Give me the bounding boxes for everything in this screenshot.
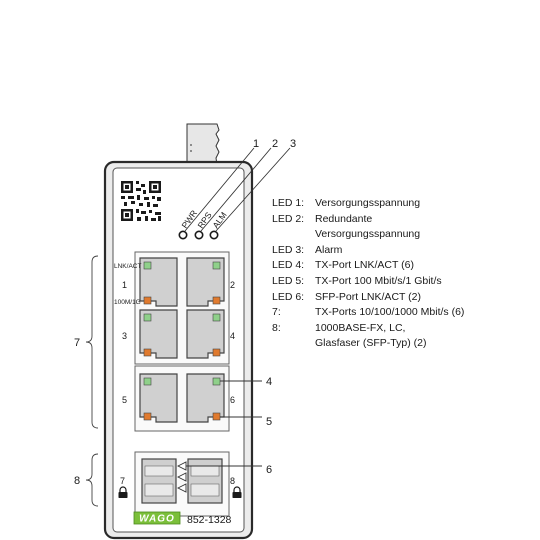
legend-key: LED 2:	[272, 212, 305, 225]
model-number: 852-1328	[187, 514, 232, 526]
rj45-port-1[interactable]	[139, 257, 178, 307]
callout-1: 1	[253, 138, 259, 150]
legend-text: Versorgungsspannung	[315, 197, 421, 209]
callout-6: 6	[266, 464, 272, 476]
lock-icon	[232, 486, 242, 498]
legend-row: LED 6: SFP-Port LNK/ACT (2)	[272, 290, 534, 306]
port-led-label-lnk-act: LNK/ACT	[114, 263, 141, 270]
port-number-3: 3	[122, 331, 127, 341]
legend-key: 8:	[272, 321, 281, 334]
legend-key	[272, 336, 315, 352]
legend-text: Redundante	[315, 212, 373, 225]
legend-row: LED 2: Redundante	[272, 212, 534, 228]
rj45-ports	[139, 257, 225, 423]
legend-row: Glasfaser (SFP-Typ) (2)	[272, 336, 534, 352]
legend-row: LED 5: TX-Port 100 Mbit/s/1 Gbit/s	[272, 274, 534, 290]
sfp-port-7[interactable]	[141, 458, 177, 504]
callout-7: 7	[74, 337, 80, 349]
legend-row: Versorgungsspannung	[272, 227, 534, 243]
rj45-port-6[interactable]	[186, 373, 225, 423]
status-leds	[178, 230, 219, 240]
legend-key: LED 4:	[272, 259, 305, 272]
callout-lines-top	[184, 147, 291, 232]
legend-text: Alarm	[315, 243, 343, 256]
legend-row: 8: 1000BASE-FX, LC,	[272, 321, 534, 337]
legend-key: 7:	[272, 306, 281, 319]
rj45-port-2[interactable]	[186, 257, 225, 307]
port-number-2: 2	[230, 280, 235, 290]
port-led-label-speed: 100M/1G	[114, 299, 141, 306]
port-number-6: 6	[230, 395, 235, 405]
din-rail-clip	[186, 123, 220, 166]
led-legend: LED 1: Versorgungsspannung LED 2: Redundan…	[272, 196, 534, 352]
brand-text: WAGO	[139, 514, 175, 525]
rps-led	[194, 230, 204, 240]
port-number-7: 7	[120, 476, 125, 486]
callout-3: 3	[290, 138, 296, 150]
lock-icon	[118, 486, 128, 498]
sfp-led-triangles	[176, 461, 187, 493]
legend-key	[272, 227, 315, 243]
legend-text: TX-Port 100 Mbit/s/1 Gbit/s	[315, 274, 442, 287]
legend-text: Versorgungsspannung	[315, 228, 421, 241]
legend-text: TX-Port LNK/ACT (6)	[315, 259, 414, 272]
port-number-1: 1	[122, 280, 127, 290]
legend-row: LED 4: TX-Port LNK/ACT (6)	[272, 258, 534, 274]
port-number-8: 8	[230, 476, 235, 486]
left-braces	[85, 255, 99, 507]
port-number-4: 4	[230, 331, 235, 341]
alm-led	[209, 230, 219, 240]
legend-text: SFP-Port LNK/ACT (2)	[315, 290, 421, 303]
wago-logo: WAGO	[133, 511, 181, 525]
callout-8: 8	[74, 475, 80, 487]
legend-key: LED 1:	[272, 197, 305, 209]
legend-key: LED 5:	[272, 274, 305, 287]
rj45-port-4[interactable]	[186, 309, 225, 359]
pwr-led	[178, 230, 188, 240]
callout-5: 5	[266, 416, 272, 428]
qr-code-icon	[121, 181, 161, 221]
rj45-port-5[interactable]	[139, 373, 178, 423]
legend-text: Glasfaser (SFP-Typ) (2)	[315, 337, 427, 350]
callout-4: 4	[266, 376, 272, 388]
legend-key: LED 3:	[272, 243, 305, 256]
legend-row: 7: TX-Ports 10/100/1000 Mbit/s (6)	[272, 305, 534, 321]
port-number-5: 5	[122, 395, 127, 405]
callout-lines-right	[186, 380, 262, 467]
callout-2: 2	[272, 138, 278, 150]
rj45-port-3[interactable]	[139, 309, 178, 359]
legend-key: LED 6:	[272, 290, 305, 303]
legend-text: 1000BASE-FX, LC,	[315, 321, 406, 334]
legend-text: TX-Ports 10/100/1000 Mbit/s (6)	[315, 306, 465, 319]
legend-row: LED 3: Alarm	[272, 243, 534, 259]
legend-row: LED 1: Versorgungsspannung	[272, 196, 534, 212]
